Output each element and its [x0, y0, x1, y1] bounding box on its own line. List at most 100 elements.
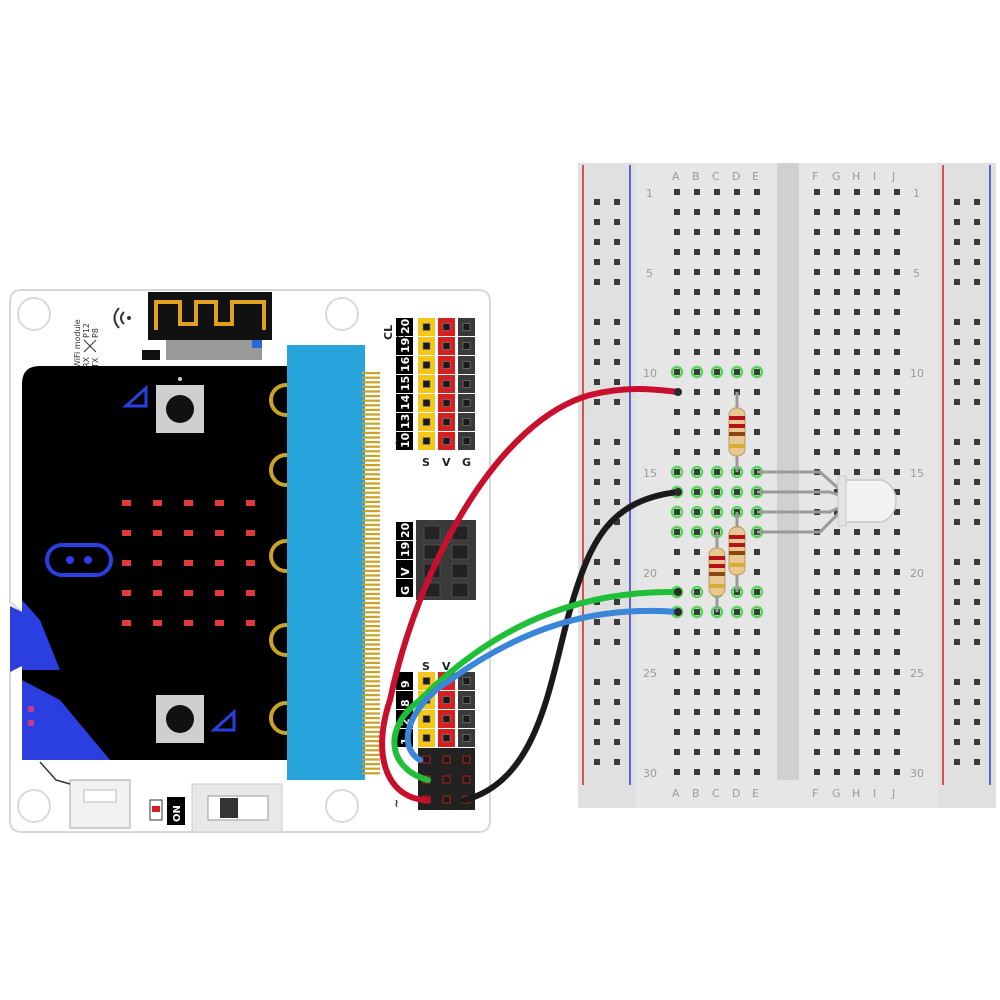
resistor-2[interactable]: [728, 512, 746, 592]
header-pin[interactable]: [442, 342, 451, 350]
header-pin[interactable]: [442, 696, 451, 704]
wire-green[interactable]: [391, 588, 681, 783]
header-pin[interactable]: [462, 380, 471, 388]
resistor-1[interactable]: [728, 392, 746, 472]
wire-black-end: [674, 488, 682, 496]
header-pin[interactable]: [462, 418, 471, 426]
header-pin[interactable]: [442, 715, 451, 723]
header-pin[interactable]: [462, 323, 471, 331]
header-pin[interactable]: [442, 755, 451, 764]
led-lead-4: [757, 512, 840, 534]
row-label-25-left: 25: [643, 667, 657, 680]
header-pin[interactable]: [422, 323, 431, 331]
breadboard-hole: [734, 729, 740, 735]
breadboard-hole: [754, 429, 760, 435]
header-pin[interactable]: [422, 361, 431, 369]
power-rail-hole: [614, 719, 620, 725]
breadboard-hole: [694, 689, 700, 695]
header-pin[interactable]: [422, 380, 431, 388]
header-pin[interactable]: [462, 734, 471, 742]
header-pin[interactable]: [422, 677, 431, 685]
header-pin[interactable]: [422, 715, 431, 723]
power-rail-hole: [954, 579, 960, 585]
header-pin[interactable]: [462, 715, 471, 723]
switch-knob[interactable]: [220, 798, 238, 818]
led-pixel: [122, 590, 131, 596]
bottom-pin-label-box: [396, 691, 413, 709]
header-pin[interactable]: [442, 418, 451, 426]
header-pin[interactable]: [462, 361, 471, 369]
header-pin[interactable]: [442, 437, 451, 445]
power-switch[interactable]: ON: [149, 783, 283, 833]
row-label-15-right: 15: [910, 467, 924, 480]
header-pin[interactable]: [422, 755, 431, 764]
header-pin[interactable]: [462, 755, 471, 764]
microbit: [10, 366, 303, 760]
header-pin[interactable]: [442, 775, 451, 784]
bottom-s-label: S: [422, 660, 430, 673]
highlighted-hole: [670, 505, 684, 519]
right-power-rail: [938, 163, 996, 808]
breadboard-hole: [714, 349, 720, 355]
led-pixel: [153, 500, 162, 506]
led-pixel: [122, 500, 131, 506]
header-pin[interactable]: [422, 399, 431, 407]
power-rail-hole: [954, 339, 960, 345]
header-pin[interactable]: [422, 734, 431, 742]
header-pin[interactable]: [442, 380, 451, 388]
breadboard-hole: [694, 429, 700, 435]
bottom-pin-label-2: 2: [399, 718, 412, 726]
highlighted-hole: [690, 525, 704, 539]
resistor-3[interactable]: [708, 532, 726, 612]
bottom-pin-label-9: 9: [399, 680, 412, 688]
breadboard-hole: [814, 369, 820, 375]
breadboard-hole: [714, 289, 720, 295]
wire-black[interactable]: [462, 489, 681, 803]
usb-port[interactable]: [39, 761, 131, 829]
edge-tooth: [362, 399, 380, 402]
header-pin[interactable]: [462, 696, 471, 704]
breadboard-hole: [894, 469, 900, 475]
breadboard-hole: [674, 669, 680, 675]
header-pin[interactable]: [422, 342, 431, 350]
breadboard-hole: [894, 189, 900, 195]
breadboard-hole: [754, 769, 760, 775]
breadboard-hole: [854, 589, 860, 595]
rgb-led[interactable]: [757, 470, 897, 534]
resistor-3-band-2: [709, 564, 725, 568]
header-pin[interactable]: [442, 399, 451, 407]
breadboard-hole: [734, 249, 740, 255]
header-pin[interactable]: [462, 677, 471, 685]
breadboard-hole: [734, 769, 740, 775]
header-pin[interactable]: [422, 437, 431, 445]
breadboard-hole: [734, 709, 740, 715]
col-label-b-top: B: [692, 170, 700, 183]
highlighted-hole: [730, 365, 744, 379]
breadboard-hole: [754, 549, 760, 555]
wire-blue[interactable]: [404, 607, 681, 763]
mid-pin-label-19: 19: [399, 542, 412, 557]
breadboard-hole: [874, 689, 880, 695]
header-pin[interactable]: [442, 323, 451, 331]
header-pin[interactable]: [462, 775, 471, 784]
header-pin[interactable]: [422, 418, 431, 426]
header-pin[interactable]: [462, 399, 471, 407]
header-pin[interactable]: [442, 361, 451, 369]
on-label: ON: [172, 805, 183, 822]
edge-tooth: [362, 717, 380, 720]
power-rail-hole: [594, 239, 600, 245]
p8-label: P8: [91, 328, 100, 338]
power-rail-hole: [614, 599, 620, 605]
breadboard-hole: [714, 329, 720, 335]
mount-hole-bottom-left: [17, 789, 51, 823]
button-b-cap[interactable]: [166, 705, 194, 733]
header-pin[interactable]: [442, 734, 451, 742]
header-pin[interactable]: [442, 795, 451, 804]
wire-red[interactable]: [379, 386, 681, 803]
edge-tooth: [362, 413, 380, 416]
header-pin[interactable]: [462, 342, 471, 350]
button-a-cap[interactable]: [166, 395, 194, 423]
header-pin[interactable]: [462, 437, 471, 445]
